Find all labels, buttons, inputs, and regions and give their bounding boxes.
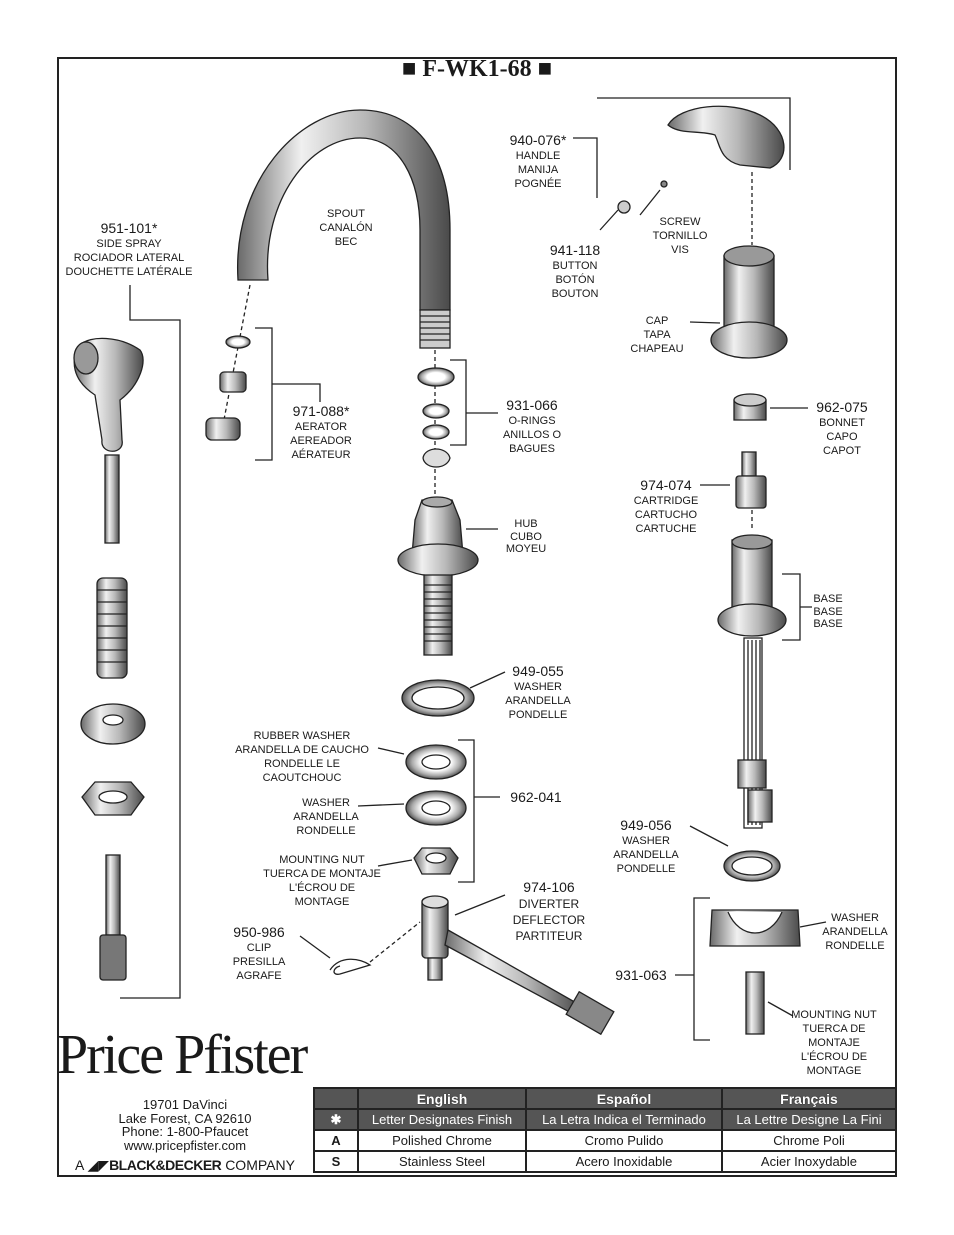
- spout-icon: [237, 109, 451, 311]
- finish-es: La Letra Indica el Terminado: [525, 1108, 723, 1131]
- company-address: 19701 DaVinci Lake Forest, CA 92610 Phon…: [118, 1097, 252, 1153]
- table-header: Español: [525, 1087, 723, 1110]
- aerator-body-icon: [205, 417, 241, 441]
- finish-en: Stainless Steel: [356, 1150, 528, 1173]
- finish-code: S: [313, 1150, 359, 1173]
- table-header-row: English Español Français: [313, 1087, 898, 1110]
- table-header: [313, 1087, 359, 1110]
- finish-fr: Chrome Poli: [720, 1129, 898, 1152]
- split-ring-icon: [422, 448, 451, 468]
- finish-es: Acero Inoxidable: [525, 1150, 723, 1173]
- table-row: S Stainless Steel Acero Inoxidable Acier…: [313, 1150, 898, 1173]
- finish-code: ✱: [313, 1108, 359, 1131]
- clip-icon: [329, 958, 372, 975]
- black-decker-logo-icon: ◢◤: [87, 1157, 110, 1173]
- model-title: ■ F-WK1-68 ■: [401, 56, 553, 82]
- spray-hose-icon: [105, 854, 121, 936]
- finish-table: English Español Français ✱ Letter Design…: [313, 1087, 898, 1173]
- handle-icon: [667, 105, 785, 169]
- hub-shank-icon: [423, 574, 453, 656]
- finish-en: Letter Designates Finish: [356, 1108, 528, 1131]
- hose-guide-icon: [96, 577, 128, 679]
- finish-code: A: [313, 1129, 359, 1152]
- finish-fr: Acier Inoxydable: [720, 1150, 898, 1173]
- o-ring-icon: [422, 424, 450, 440]
- screw-icon: [660, 180, 668, 188]
- hose-connector-icon: [565, 990, 615, 1036]
- aerator-insert-icon: [219, 371, 247, 393]
- hub-flange-icon: [397, 543, 479, 577]
- table-header: English: [356, 1087, 528, 1110]
- black-decker-company: A ◢◤BLACK&DECKER COMPANY: [75, 1157, 295, 1173]
- label-962-041: 962-041: [510, 789, 562, 805]
- finish-en: Polished Chrome: [356, 1129, 528, 1152]
- supply-tubes-icon: [743, 637, 763, 829]
- table-row: A Polished Chrome Cromo Pulido Chrome Po…: [313, 1129, 898, 1152]
- cartridge-stem-icon: [741, 451, 757, 477]
- mounting-nut-long-icon: [745, 971, 765, 1035]
- finish-fr: La Lettre Designe La Fini: [720, 1108, 898, 1131]
- o-ring-icon: [422, 403, 450, 419]
- button-icon: [617, 200, 631, 214]
- aerator-washer-icon: [225, 335, 251, 349]
- finish-es: Cromo Pulido: [525, 1129, 723, 1152]
- side-spray-tube-icon: [104, 454, 120, 544]
- cartridge-icon: [735, 475, 767, 509]
- price-pfister-logo: Price Pfister: [57, 1024, 308, 1086]
- spray-connector-icon: [99, 934, 127, 981]
- table-row: ✱ Letter Designates Finish La Letra Indi…: [313, 1108, 898, 1131]
- diagram-frame: [57, 57, 897, 1177]
- table-header: Français: [720, 1087, 898, 1110]
- o-ring-icon: [417, 367, 455, 387]
- label-931-063: 931-063: [615, 967, 667, 983]
